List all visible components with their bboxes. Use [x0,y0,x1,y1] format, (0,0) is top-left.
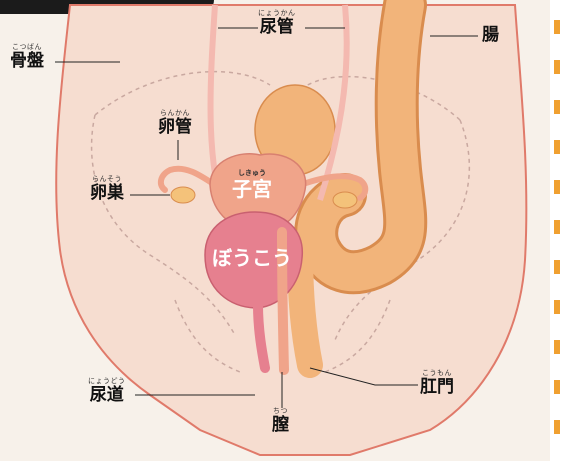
edge-dash [554,260,560,274]
label-oviduct: らんかん 卵管 [158,110,192,136]
label-intestine: 腸 [482,27,499,44]
edge-dash [554,140,560,154]
edge-dash [554,420,560,434]
label-uterus: しきゅう 子宮 [232,170,272,199]
ruby-oviduct: らんかん [158,110,192,117]
ruby-bone-pelvis: こつばん [10,44,44,51]
text-ovary: 卵巣 [90,185,124,202]
ruby-ovary: らんそう [90,176,124,183]
edge-dash [554,340,560,354]
label-anus: こうもん 肛門 [420,370,454,396]
text-oviduct: 卵管 [158,119,192,136]
text-bladder: ぼうこう [212,248,292,268]
ruby-anus: こうもん [420,370,454,377]
label-bladder: ぼうこう [212,248,292,268]
text-urethra: 尿道 [88,387,126,404]
edge-dash [554,300,560,314]
edge-dash [554,380,560,394]
ruby-uterus: しきゅう [232,170,272,177]
page-edge [550,0,562,461]
label-urethra: にょうどう 尿道 [88,378,126,404]
edge-dash [554,20,560,34]
text-vagina: 膣 [272,417,289,434]
edge-dash [554,100,560,114]
label-vagina: ちつ 膣 [272,408,289,434]
edge-dash [554,220,560,234]
text-ureter: 尿管 [258,19,296,36]
label-ureter: にょうかん 尿管 [258,10,296,36]
edge-dash [554,60,560,74]
ovary-right [333,192,357,208]
ruby-ureter: にょうかん [258,10,296,17]
edge-dash [554,180,560,194]
label-ovary: らんそう 卵巣 [90,176,124,202]
ruby-urethra: にょうどう [88,378,126,385]
text-intestine: 腸 [482,27,499,44]
label-bone-pelvis: こつばん 骨盤 [10,44,44,70]
rectum [300,250,310,365]
text-uterus: 子宮 [232,179,272,199]
ovary-left [171,187,195,203]
text-bone-pelvis: 骨盤 [10,53,44,70]
text-anus: 肛門 [420,379,454,396]
ruby-vagina: ちつ [272,408,289,415]
